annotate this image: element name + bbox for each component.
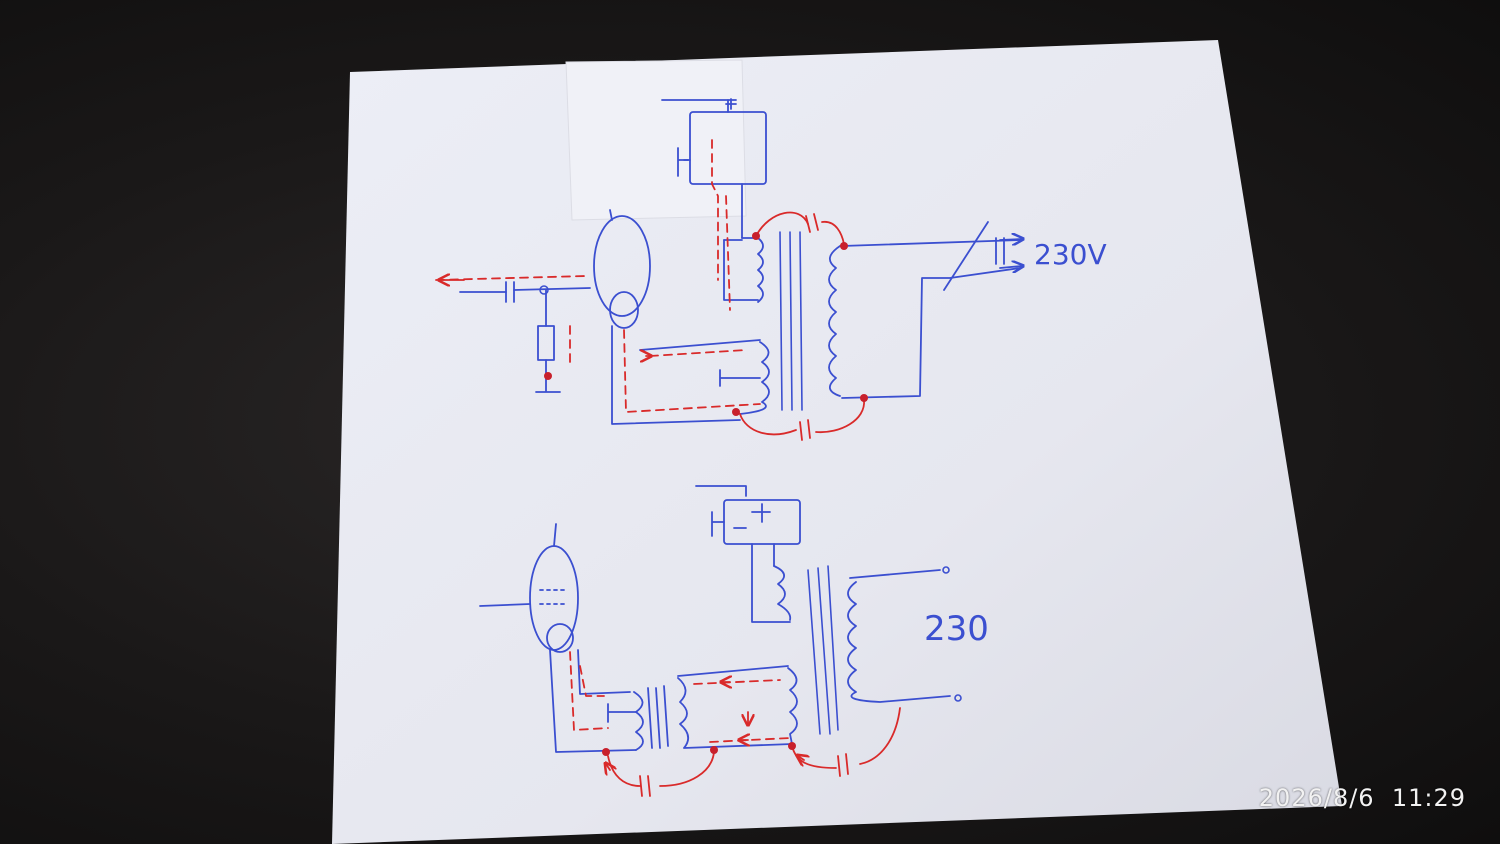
- top-power-supply: [661, 98, 767, 239]
- paper-scrap: [565, 59, 747, 221]
- top-voltage-label: 230V: [1034, 238, 1107, 271]
- top-feedback-arcs: [739, 211, 865, 441]
- top-tube: [593, 209, 651, 329]
- top-signal-path: [435, 139, 761, 413]
- bottom-core: [807, 565, 839, 735]
- top-junction-dots: [539, 232, 868, 416]
- photo-timestamp: 2026/8/6 11:29: [1258, 784, 1466, 812]
- bottom-signal-path: [569, 651, 791, 743]
- bottom-power-supply: [695, 485, 801, 623]
- top-driver-coil: [611, 325, 770, 425]
- paper-sheet: [332, 40, 1342, 844]
- bottom-tube: [479, 523, 579, 653]
- bottom-voltage-label: 230: [924, 609, 989, 649]
- bottom-secondary-coil: [847, 569, 951, 703]
- top-transformer-core: [779, 231, 803, 411]
- top-secondary-coil: [828, 221, 1021, 399]
- top-input-network: [459, 281, 591, 393]
- bottom-schematic: [479, 485, 962, 797]
- bottom-junction-dots: [602, 742, 796, 756]
- bottom-terminals: [942, 566, 962, 702]
- top-schematic: [435, 98, 1022, 441]
